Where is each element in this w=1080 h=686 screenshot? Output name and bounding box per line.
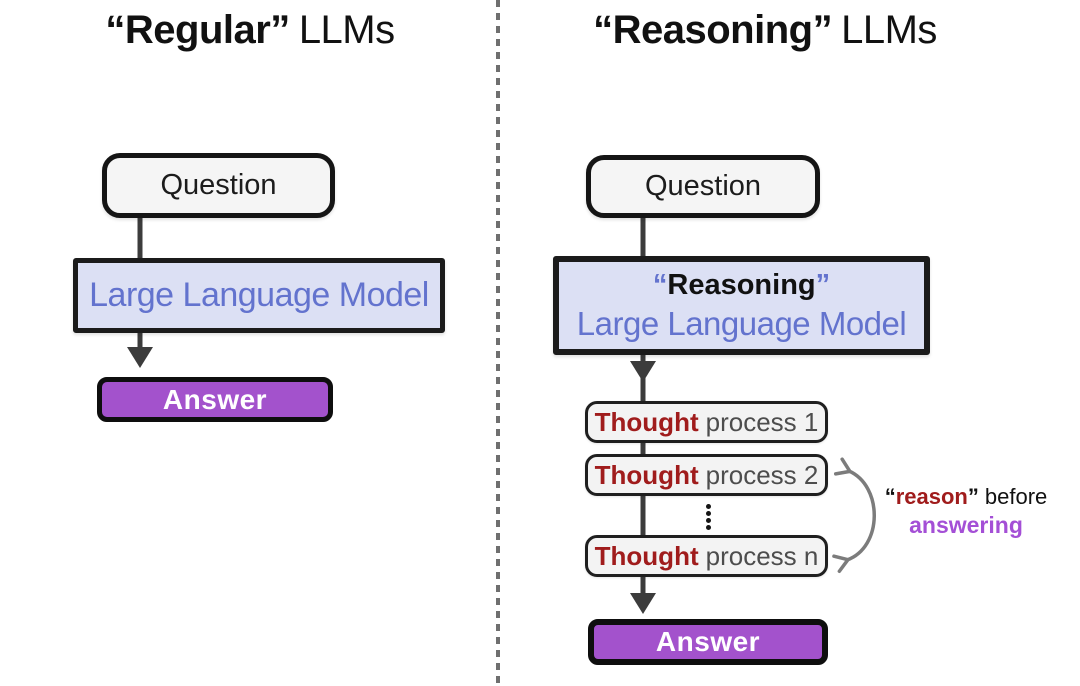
left-arrowhead <box>127 347 153 368</box>
reasoning-model-line1: “Reasoning” <box>653 267 830 303</box>
reason-before-annotation: “reason”before answering <box>868 483 1064 541</box>
left-title: “Regular”LLMs <box>40 8 460 53</box>
answer-label: Answer <box>655 626 761 657</box>
thought-label-rest: process n <box>705 540 819 571</box>
question-label: Question <box>160 169 277 201</box>
llm-box-regular: Large Language Model <box>73 258 445 333</box>
annotation-line1: “reason”before <box>868 483 1064 511</box>
answer-label: Answer <box>162 383 268 415</box>
thought-label-rest: process 2 <box>705 459 819 490</box>
reasoning-model-line2: Large Language Model <box>576 305 907 342</box>
open-quote: “ <box>652 268 668 301</box>
annotation-highlight: reason <box>895 484 968 509</box>
ellipsis-dot <box>706 504 711 509</box>
reasoning-word: Reasoning <box>667 268 816 301</box>
close-quote: ” <box>815 268 831 301</box>
question-box-regular: Question <box>102 153 335 218</box>
right-title-quoted: “Reasoning” <box>593 8 833 52</box>
thought-label-bold: Thought <box>594 540 699 571</box>
answer-box-regular: Answer <box>97 377 333 422</box>
left-title-rest: LLMs <box>298 8 395 52</box>
annotation-after: before <box>984 484 1048 509</box>
vertical-ellipsis <box>706 504 711 530</box>
annotation-line2: answering <box>909 512 1023 539</box>
left-title-quoted: “Regular” <box>105 8 290 52</box>
llm-box-reasoning: “Reasoning” Large Language Model <box>553 256 930 355</box>
answer-box-reasoning: Answer <box>588 619 828 665</box>
right-title-rest: LLMs <box>841 8 937 52</box>
ellipsis-dot <box>706 511 711 516</box>
ellipsis-dot <box>706 525 711 530</box>
right-arrowhead-top <box>630 361 656 382</box>
llm-label: Large Language Model <box>89 276 429 314</box>
ellipsis-dot <box>706 518 711 523</box>
right-title: “Reasoning”LLMs <box>555 8 975 53</box>
thought-label-bold: Thought <box>594 406 699 437</box>
open-quote: “ <box>884 484 896 509</box>
reason-loop-arrow <box>832 457 876 574</box>
thought-label-bold: Thought <box>594 459 699 490</box>
question-box-reasoning: Question <box>586 155 820 218</box>
close-quote: ” <box>967 484 979 509</box>
right-arrowhead-bottom <box>630 593 656 614</box>
question-label: Question <box>644 170 762 202</box>
thought-label-rest: process 1 <box>705 406 819 437</box>
